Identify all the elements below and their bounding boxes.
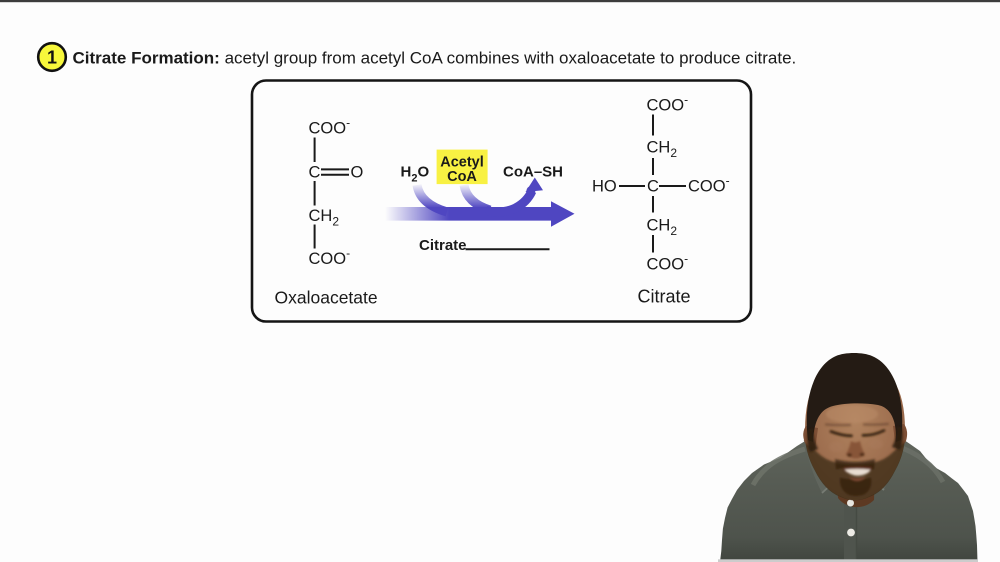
- svg-text:1: 1: [47, 48, 57, 68]
- svg-text:O: O: [351, 164, 364, 182]
- svg-text:CoA: CoA: [447, 169, 477, 185]
- svg-text:Citrate: Citrate: [638, 287, 691, 307]
- svg-text:Oxaloacetate: Oxaloacetate: [275, 288, 378, 308]
- svg-text:COO-: COO-: [309, 246, 351, 268]
- svg-text:CH2: CH2: [647, 217, 678, 239]
- svg-text:CH2: CH2: [309, 207, 340, 229]
- svg-text:H2O: H2O: [401, 164, 430, 185]
- svg-text:HO: HO: [592, 178, 617, 196]
- svg-text:Acetyl: Acetyl: [440, 155, 484, 171]
- svg-text:COO-: COO-: [688, 174, 730, 196]
- svg-text:C: C: [309, 164, 321, 182]
- svg-text:COO-: COO-: [647, 252, 689, 274]
- svg-text:CoA–SH: CoA–SH: [503, 164, 563, 181]
- svg-text:CH2: CH2: [647, 139, 678, 161]
- svg-text:COO-: COO-: [309, 116, 351, 138]
- svg-text:COO-: COO-: [647, 93, 689, 115]
- svg-text:Citrate: Citrate: [419, 237, 467, 254]
- svg-text:C: C: [647, 178, 659, 196]
- svg-text:Citrate Formation: acetyl grou: Citrate Formation: acetyl group from ace…: [73, 49, 797, 68]
